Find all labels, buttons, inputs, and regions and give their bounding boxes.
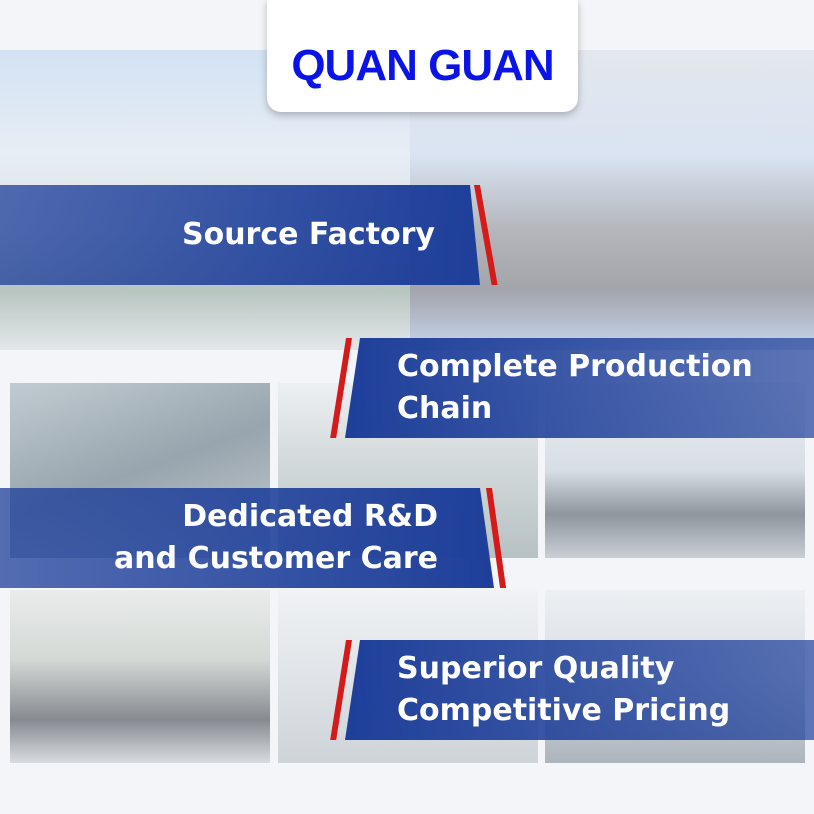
banner-text: Competitive Pricing xyxy=(397,693,731,728)
logo-box: QUAN GUAN xyxy=(267,0,578,112)
banner-source-factory: Source Factory xyxy=(0,185,480,285)
brand-logo: QUAN GUAN xyxy=(291,41,554,90)
banner-text: Complete Production xyxy=(397,349,753,384)
banner-text: Chain xyxy=(397,391,493,426)
banner-quality-pricing: Superior Quality Competitive Pricing xyxy=(345,640,814,740)
banner-text: Dedicated R&D xyxy=(182,499,438,534)
banner-text: and Customer Care xyxy=(114,541,438,576)
warehouse-stock-photo xyxy=(10,590,270,763)
banner-text: Source Factory xyxy=(181,217,435,252)
banner-rnd-customer-care: Dedicated R&D and Customer Care xyxy=(0,488,494,588)
banner-production-chain: Complete Production Chain xyxy=(345,338,814,438)
banner-text: Superior Quality xyxy=(397,651,675,686)
